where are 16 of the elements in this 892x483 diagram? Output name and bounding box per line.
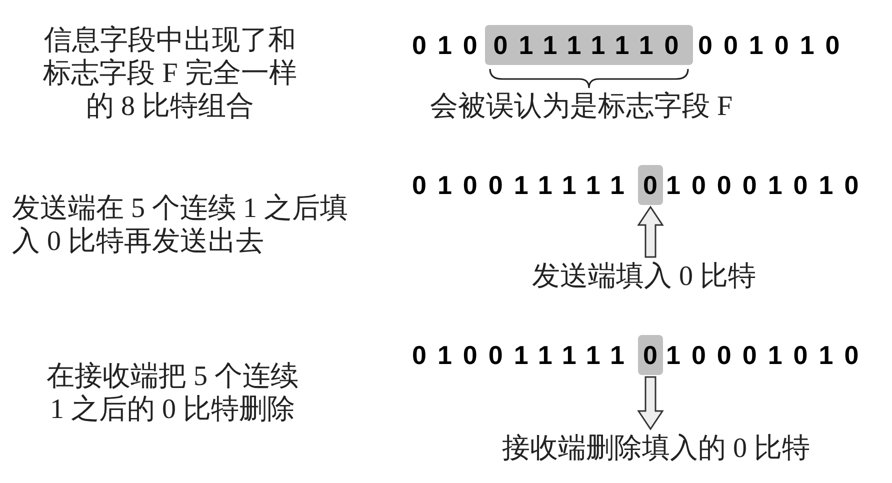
annotation-text: 会被误认为是标志字段 F (430, 90, 733, 123)
highlighted-bits: 01111110 (485, 25, 693, 65)
bit-sequence: 010011111 (412, 339, 636, 371)
description-text: 发送端在 5 个连续 1 之后填入 0 比特再发送出去 (12, 192, 349, 258)
hollow-arrow (637, 376, 664, 430)
highlighted-bits: 0 (638, 335, 663, 375)
highlighted-bits: 0 (638, 165, 663, 205)
description-text: 信息字段中出现了和标志字段 F 完全一样的 8 比特组合 (42, 24, 298, 123)
annotation-text: 发送端填入 0 比特 (532, 260, 756, 293)
bit-sequence: 010011111 (412, 169, 636, 201)
annotation-text: 接收端删除填入的 0 比特 (502, 432, 810, 465)
bit-sequence: 10001010 (666, 169, 870, 201)
hollow-arrow (637, 206, 664, 258)
bit-sequence: 10001010 (666, 339, 870, 371)
description-text: 在接收端把 5 个连续 1 之后的 0 比特删除 (46, 360, 300, 426)
bit-sequence: 001010 (698, 29, 851, 61)
